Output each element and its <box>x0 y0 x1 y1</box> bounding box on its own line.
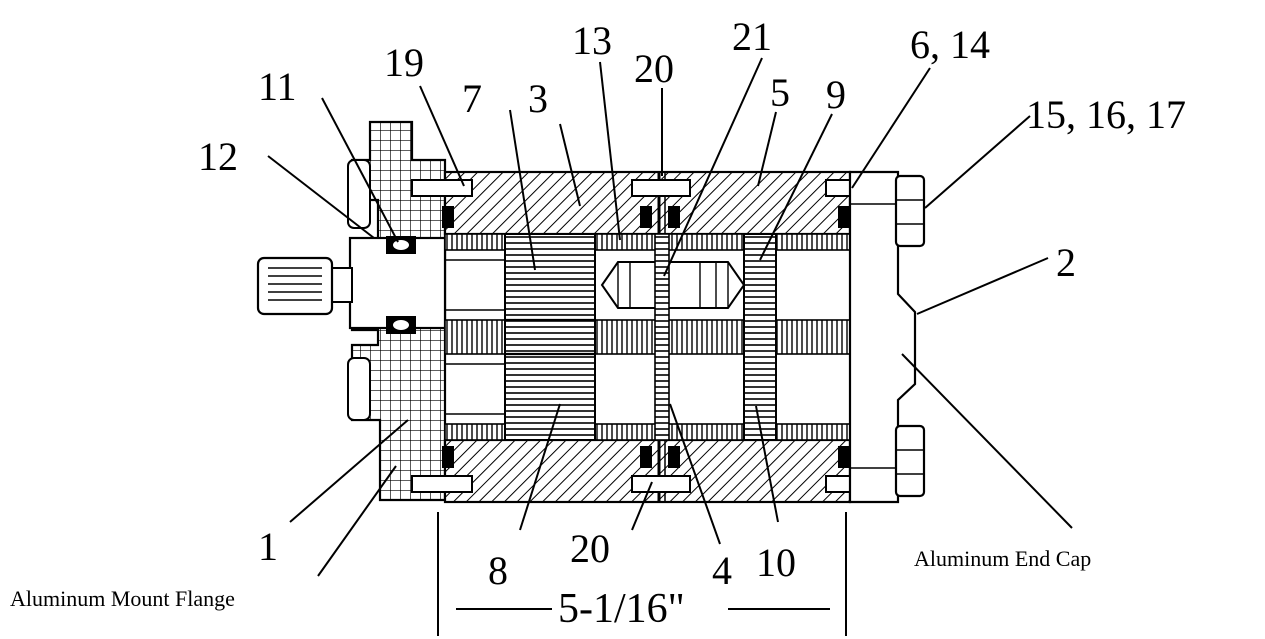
wear-plates <box>444 233 851 441</box>
drive-shaft <box>256 236 447 330</box>
callout-12: 12 <box>198 134 238 179</box>
dimension-markers <box>437 512 847 636</box>
gear-set-front <box>504 233 596 441</box>
callout-21: 21 <box>732 14 772 59</box>
callout-3: 3 <box>528 76 548 121</box>
callout-20-bottom: 20 <box>570 526 610 571</box>
callout-4: 4 <box>712 548 732 593</box>
callout-labels: 11 12 19 7 3 13 20 21 5 9 6, 14 15, 16, … <box>198 14 1186 593</box>
gear-set-rear <box>743 233 777 441</box>
callout-13: 13 <box>572 18 612 63</box>
mount-flange-caption: Aluminum Mount Flange <box>10 586 235 611</box>
callout-11: 11 <box>258 64 297 109</box>
callout-5: 5 <box>770 70 790 115</box>
o-ring-seals <box>442 206 850 468</box>
callout-20-top: 20 <box>634 46 674 91</box>
length-dimension: 5-1/16" <box>558 586 685 632</box>
leader-lines <box>267 57 1073 577</box>
end-cap <box>848 170 926 504</box>
callout-7: 7 <box>462 76 482 121</box>
shaft-seal <box>386 236 416 334</box>
callout-1: 1 <box>258 524 278 569</box>
callout-19: 19 <box>384 40 424 85</box>
coupling <box>600 233 746 441</box>
callout-10: 10 <box>756 540 796 585</box>
callout-9: 9 <box>826 72 846 117</box>
callout-8: 8 <box>488 548 508 593</box>
end-cap-caption: Aluminum End Cap <box>914 546 1091 571</box>
callout-2: 2 <box>1056 240 1076 285</box>
callout-6-14: 6, 14 <box>910 22 990 67</box>
callout-15-16-17: 15, 16, 17 <box>1026 92 1186 137</box>
